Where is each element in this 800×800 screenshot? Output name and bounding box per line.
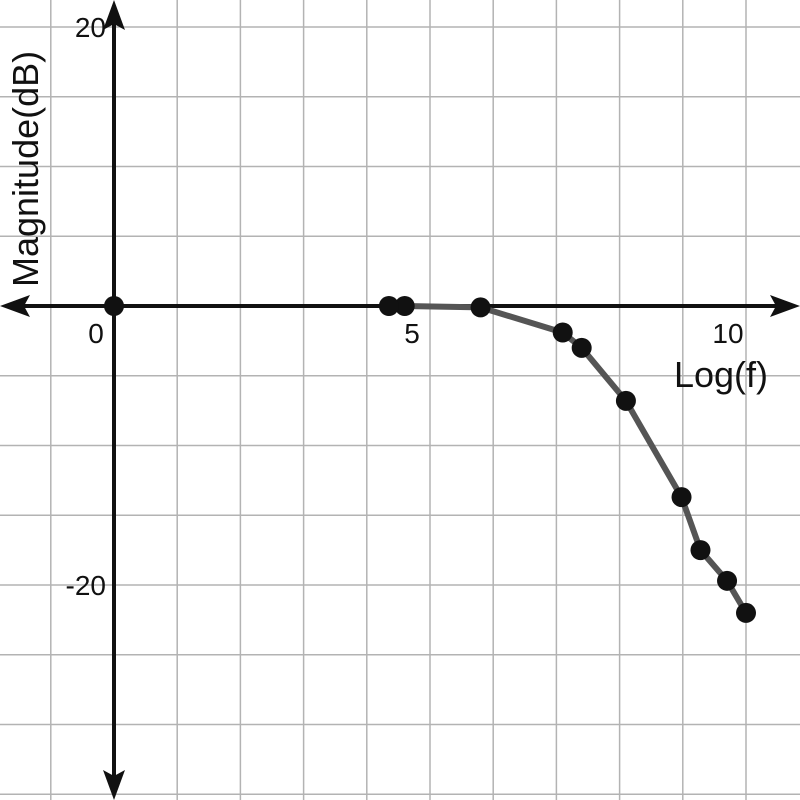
data-point: [394, 296, 415, 316]
data-point: [615, 390, 636, 411]
y-tick-label: 20: [75, 12, 106, 43]
data-point: [717, 570, 738, 591]
data-point: [552, 322, 573, 343]
tick-labels: 0 5 10 20 -20: [66, 12, 744, 601]
x-axis-arrow-left: [0, 295, 30, 317]
x-tick-label: 10: [712, 318, 743, 349]
data-point: [736, 602, 756, 623]
data-point: [690, 540, 711, 561]
y-axis-title: Magnitude(dB): [5, 51, 46, 287]
data-point: [671, 487, 692, 508]
y-tick-label: -20: [66, 570, 106, 601]
x-axis-title: Log(f): [674, 354, 768, 395]
data-point: [470, 297, 491, 318]
data-point: [571, 337, 592, 358]
x-axis-arrow-right: [770, 295, 800, 317]
y-axis-arrow-up: [103, 0, 125, 30]
x-tick-label: 0: [88, 318, 104, 349]
y-axis-arrow-down: [103, 770, 125, 800]
data-points: [104, 296, 756, 623]
data-point-isolated: [378, 296, 399, 316]
data-point-isolated: [104, 296, 124, 316]
x-tick-label: 5: [404, 318, 420, 349]
